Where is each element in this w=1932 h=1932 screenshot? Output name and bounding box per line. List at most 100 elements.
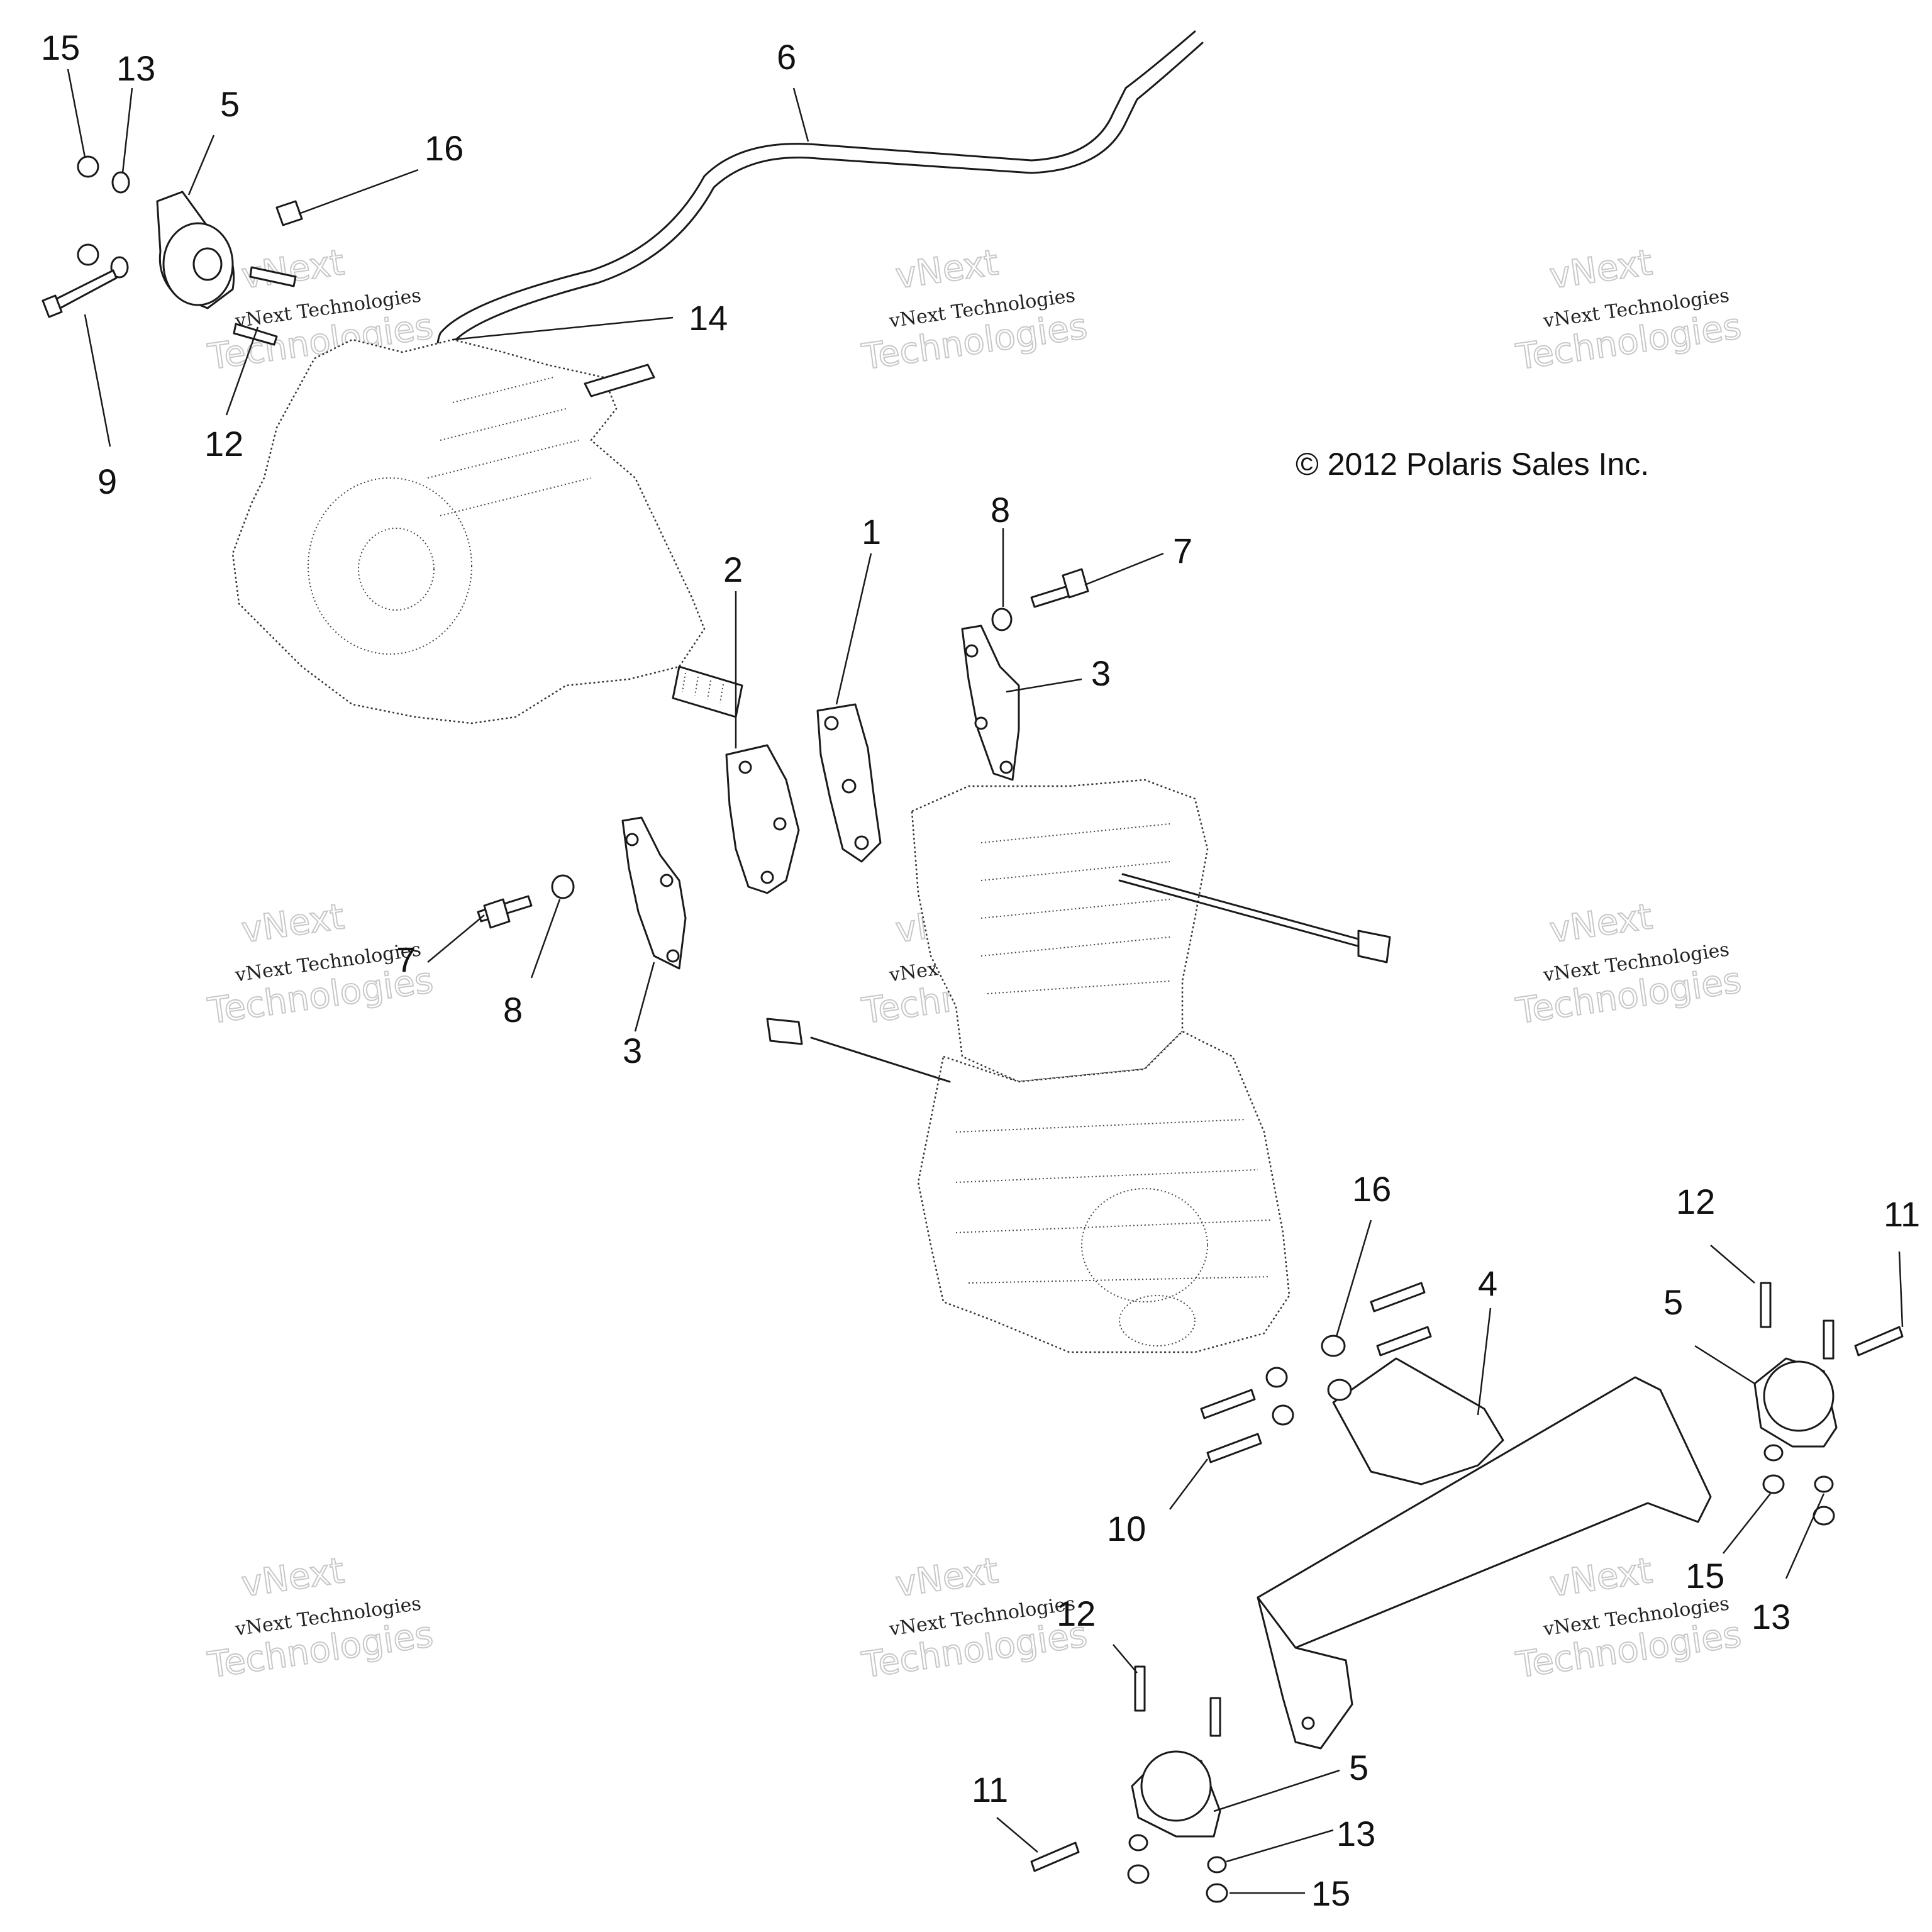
leader-16a [298,169,419,215]
callout-3-upper: 3 [1091,653,1111,693]
engine-head-fins [980,823,1170,994]
callout-11-right: 11 [1884,1194,1920,1234]
callout-4: 4 [1478,1263,1497,1303]
starter [1119,1295,1196,1346]
bracket-3l-hole-2 [660,874,674,887]
bracket-1-hole-3 [854,835,869,850]
watermark-big-line1: vNext [1547,242,1655,297]
harness-connector [1357,930,1391,963]
watermark-top-center: vNext Technologies vNext Technologies [858,242,1090,379]
wire-harness-right [1118,873,1375,951]
nut-15-bottom [1206,1883,1228,1903]
cable-part-6 [439,30,1196,335]
bolt-11-right [1854,1326,1904,1357]
bolts-7-washers-8 [477,568,1089,929]
leader-4 [1477,1307,1492,1416]
leader-12c [1113,1644,1138,1674]
callout-8-upper: 8 [991,490,1010,530]
bolt-center-3 [1200,1389,1256,1419]
frame-leg [1257,1596,1353,1750]
engine-cover [1081,1188,1208,1302]
callout-1: 1 [862,512,881,552]
cable-part-6-inner [452,42,1204,344]
callout-11-bottom: 11 [972,1770,1008,1809]
bracket-2-hole-3 [760,870,774,884]
bracket-part-2 [725,744,800,894]
callout-7-lower: 7 [396,940,416,979]
transmission-cover-inner [358,528,435,611]
bolt-9 [49,269,118,312]
callout-12-bottom: 12 [1057,1594,1096,1633]
bolt-7-upper-head [1062,568,1089,599]
callout-labels: 15 13 5 16 6 14 12 9 8 7 1 2 3 7 8 3 16 … [41,28,1920,1913]
callout-10: 10 [1107,1509,1146,1548]
leader-16b [1335,1219,1372,1337]
watermark-top-right: vNext Technologies vNext Technologies [1513,242,1744,379]
engine-assembly [766,779,1391,1353]
nut-center-2 [1327,1379,1352,1401]
bolt-11-bottom [1030,1841,1080,1872]
leader-6 [792,87,809,142]
bolt-12 [249,266,297,287]
callout-12-top: 12 [204,424,243,464]
nut-16 [1321,1335,1346,1357]
leader-12b [1710,1245,1755,1284]
input-shaft [584,364,655,397]
leader-8b [530,899,561,979]
callout-16-center: 16 [1352,1169,1391,1209]
bolt-vertical-right [1823,1319,1835,1360]
mount-bushing-center [192,247,223,281]
leader-15a [67,69,86,158]
callout-3-lower: 3 [623,1031,642,1070]
hardware-center [1200,1282,1432,1463]
bracket-2-hole-1 [738,760,752,774]
nut-center-4 [1272,1404,1294,1426]
leader-11a [1898,1251,1904,1328]
bolt-16 [275,200,303,226]
transmission-cover [308,477,472,655]
callout-13-bottom: 13 [1336,1814,1375,1853]
bracket-2-hole-2 [773,817,787,831]
callout-13-right: 13 [1752,1597,1790,1636]
leader-9 [84,314,111,447]
leader-lines [67,69,1904,1894]
bracket-3u-hole-2 [974,716,988,730]
frame-part-4 [1257,1357,1712,1750]
frame-hole [1301,1716,1315,1730]
nut-left [77,243,99,266]
transmission-assembly [231,338,743,724]
nut-center-3 [1265,1367,1288,1388]
engine-block-detail [955,1119,1271,1284]
callout-15-bottom: 15 [1311,1874,1350,1913]
watermark-big-line1: vNext [1547,896,1655,951]
bracket-1-hole-1 [824,716,839,731]
leader-1 [835,553,872,705]
brackets [621,625,1020,970]
output-shaft [672,665,743,718]
bracket-3u-hole-1 [965,644,979,658]
leader-10 [1169,1458,1208,1510]
washer-left [110,256,129,279]
bracket-3u-hole-3 [999,760,1013,774]
mount-part-5-right [1753,1282,1904,1526]
callout-12-right: 12 [1676,1182,1715,1221]
callout-16-top: 16 [425,128,464,168]
bracket-3l-hole-3 [666,949,680,963]
mount-part-5-top [156,191,235,309]
washer-13-bottom [1207,1856,1227,1874]
callout-9: 9 [97,462,117,501]
callout-15-top: 15 [41,28,80,67]
bolt-9-head [42,294,63,318]
leader-12a [225,326,259,416]
leader-13b [1785,1493,1825,1579]
leader-13a [121,87,133,174]
bolt-10 [1206,1433,1262,1463]
callout-14: 14 [689,298,728,338]
bolt-center-1 [1370,1282,1426,1313]
leader-5a [187,135,215,196]
washer-8-upper [991,608,1013,631]
watermark-big-line1: vNext [239,1550,347,1605]
leader-11b [996,1817,1038,1853]
bolt-7-lower-head [483,898,511,929]
